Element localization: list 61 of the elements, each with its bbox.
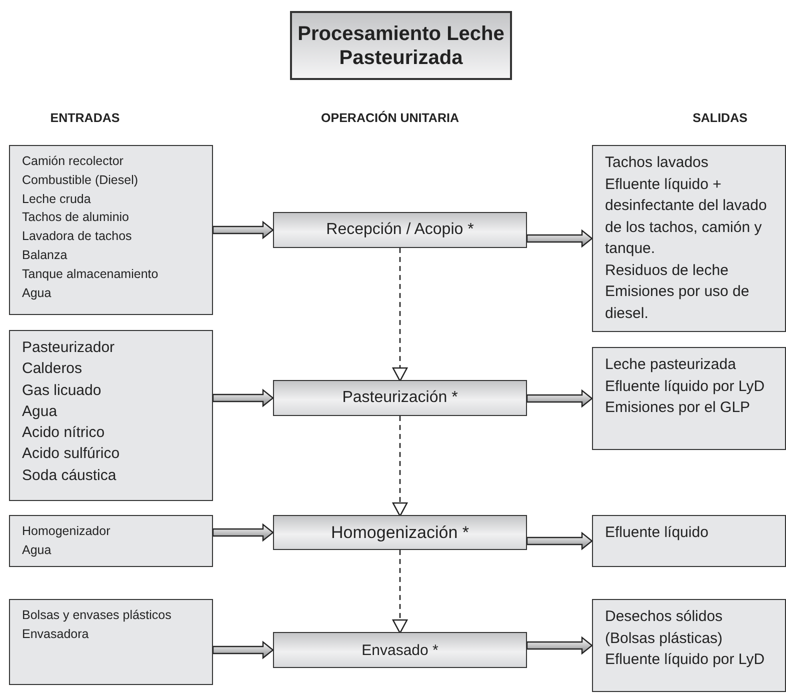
list-item: Agua — [22, 402, 58, 422]
block-arrow — [526, 389, 593, 408]
list-item: Efluente líquido por LyD — [605, 650, 766, 670]
block-arrow — [212, 523, 274, 542]
list-item: Gas licuado — [22, 380, 102, 401]
input-list-box — [9, 330, 213, 501]
list-item: Leche pasteurizada — [605, 355, 737, 375]
output-list-box — [592, 145, 786, 332]
process-box — [273, 212, 527, 248]
list-item: Soda cáustica — [22, 466, 118, 486]
list-item: Homogenizador — [22, 523, 112, 540]
process-label: Envasado * — [362, 642, 438, 658]
column-header: OPERACIÓN UNITARIA — [320, 110, 460, 126]
list-item: Balanza — [22, 246, 68, 264]
list-item: Residuos de leche — [605, 260, 730, 280]
block-arrow — [526, 636, 593, 655]
process-label: Recepción / Acopio * — [326, 221, 474, 239]
block-arrow — [526, 229, 593, 248]
list-item: Emisiones por el GLP — [605, 398, 752, 418]
block-arrow — [212, 388, 274, 408]
block-arrow — [526, 532, 593, 550]
input-list-box — [9, 145, 213, 315]
list-item: Desechos sólidos (Bolsas plásticas) — [605, 607, 724, 648]
process-box — [273, 515, 527, 550]
title-box — [290, 11, 512, 80]
title-text: Procesamiento Leche Pasteurizada — [296, 22, 506, 70]
output-list-box — [592, 515, 786, 567]
list-item: Tachos lavados — [605, 153, 710, 173]
list-item: Efluente líquido — [605, 523, 710, 543]
process-box — [273, 380, 527, 416]
list-item: Combustible (Diesel) — [22, 172, 140, 189]
column-header: SALIDAS — [692, 110, 748, 126]
arrow — [392, 248, 408, 382]
input-list-box — [9, 599, 213, 685]
list-item: Leche cruda — [22, 190, 92, 208]
block-arrow — [212, 220, 274, 240]
list-item: Efluente líquido + desinfectante del lavado de los tachos, camión y tanque. — [605, 174, 768, 259]
list-item: Tanque almacenamiento — [22, 266, 160, 283]
block-arrow — [212, 640, 274, 660]
process-label: Homogenización * — [331, 522, 469, 542]
output-list-box — [592, 347, 786, 450]
list-item: Tachos de aluminio — [22, 209, 130, 226]
list-item: Emisiones por uso de diesel. — [605, 282, 750, 324]
input-list-box — [9, 515, 213, 567]
process-label: Pasteurización * — [342, 389, 458, 407]
arrow — [392, 550, 408, 634]
process-box — [273, 632, 527, 668]
list-item: Bolsas y envases plásticos — [22, 607, 172, 624]
list-item: Agua — [22, 542, 52, 559]
column-header: ENTRADAS — [49, 110, 121, 126]
output-list-box — [592, 599, 786, 692]
arrow — [392, 416, 408, 517]
list-item: Pasteurizador — [22, 338, 116, 358]
list-item: Agua — [22, 284, 52, 302]
list-item: Calderos — [22, 359, 84, 380]
list-item: Envasadora — [22, 626, 90, 643]
list-item: Acido nítrico — [22, 423, 106, 444]
list-item: Camión recolector — [22, 153, 124, 170]
list-item: Acido sulfúrico — [22, 444, 121, 464]
list-item: Lavadora de tachos — [22, 228, 133, 246]
list-item: Efluente líquido por LyD — [605, 376, 766, 396]
